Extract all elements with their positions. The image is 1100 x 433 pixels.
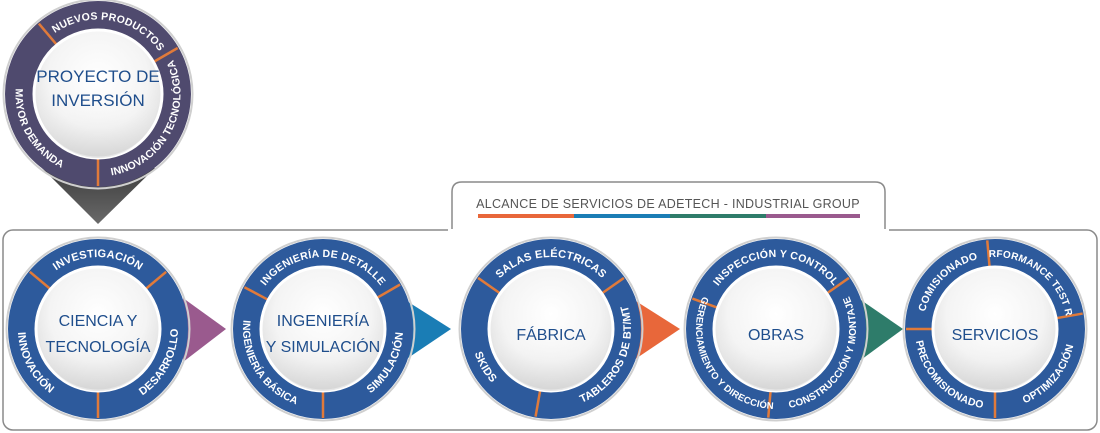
inner-sheen xyxy=(38,98,158,158)
ring-outline xyxy=(5,236,191,422)
stage-ingenieria-title-1: INGENIERÍA xyxy=(277,311,370,330)
arrow-obras-to-servicios xyxy=(858,298,903,362)
stage-fabrica-title: FÁBRICA xyxy=(516,325,586,344)
inner-sheen xyxy=(718,333,834,391)
ring-divider xyxy=(985,240,991,267)
ring-outline xyxy=(683,236,869,422)
ring-outline xyxy=(458,236,644,422)
ring-divider xyxy=(691,297,718,309)
inner-sheen xyxy=(493,333,609,391)
ring-divider xyxy=(37,22,58,46)
ring-divider xyxy=(1056,312,1083,320)
ring-divider xyxy=(826,276,850,294)
arrow-ciencia-to-ingenieria xyxy=(183,298,226,362)
ring-band xyxy=(461,239,641,419)
ring-divider xyxy=(29,270,51,290)
hub-title-line-1: PROYECTO DE xyxy=(36,67,159,86)
ring-divider xyxy=(601,276,625,294)
inner-sheen xyxy=(265,333,381,391)
ring-outline xyxy=(902,236,1088,422)
ring-divider xyxy=(153,46,179,63)
stage-ingenieria-title-2: Y SIMULACIÓN xyxy=(266,337,380,356)
banner-stripe-4 xyxy=(766,214,860,218)
inner-sheen xyxy=(937,333,1053,391)
stage-obras-title: OBRAS xyxy=(748,327,804,344)
ring-divider xyxy=(376,283,401,299)
hub-title-line-2: INVERSIÓN xyxy=(51,91,145,110)
stage-ingenieria: INGENIERÍA DE DETALLESIMULACIÓNINGENIERÍ… xyxy=(230,236,416,422)
ring-divider xyxy=(766,391,772,418)
stage-servicios-title: SERVICIOS xyxy=(952,327,1039,344)
ring-outline xyxy=(2,0,194,190)
scope-banner: ALCANCE DE SERVICIOS DE ADETECH - INDUST… xyxy=(448,181,889,233)
stage-ciencia-title-2: TECNOLOGÍA xyxy=(46,337,151,356)
ring-outline xyxy=(230,236,416,422)
arrow-fabrica-to-obras xyxy=(631,298,680,362)
ring-band xyxy=(686,239,866,419)
inner-sheen xyxy=(40,333,156,391)
ring-divider xyxy=(243,286,268,301)
banner-stripe-1 xyxy=(478,214,574,218)
scope-banner-title: ALCANCE DE SERVICIOS DE ADETECH - INDUST… xyxy=(476,197,860,211)
stage-ciencia-title-1: CIENCIA Y xyxy=(59,313,138,330)
ring-divider xyxy=(534,390,542,417)
banner-stripe-2 xyxy=(574,214,670,218)
ring-divider xyxy=(145,270,167,290)
banner-stripe-3 xyxy=(670,214,766,218)
ring-divider xyxy=(477,276,501,294)
